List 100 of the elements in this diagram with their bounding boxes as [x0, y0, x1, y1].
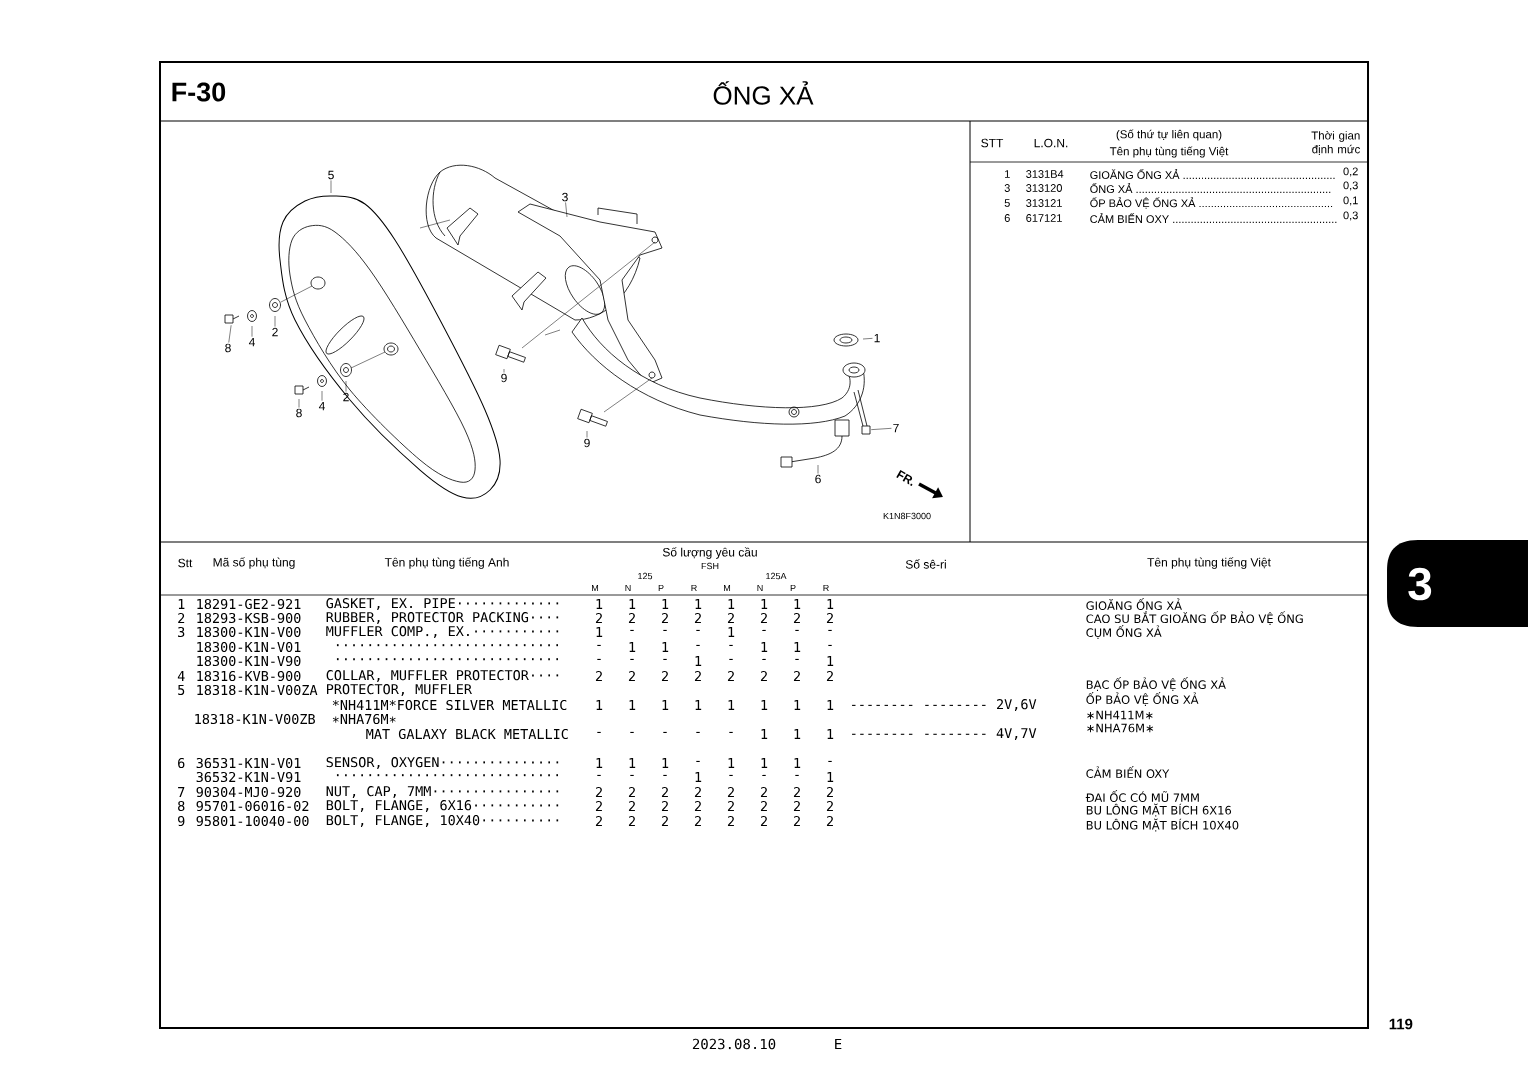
table-cell: 2: [826, 801, 833, 811]
table-cell: CAO SU BẮT GIOĂNG ỐP BẢO VỆ ỐNG: [1086, 610, 1303, 626]
table-cell: -: [729, 774, 733, 776]
table-cell: 36531-K1N-V01: [196, 757, 301, 769]
table-cell: 5: [1004, 199, 1010, 207]
table-cell: 1: [695, 599, 702, 609]
table-cell: GASKET, EX. PIPE·············: [326, 598, 559, 610]
table-cell: 7: [178, 787, 185, 797]
table-cell: -: [696, 731, 700, 733]
table-cell: 18293-KSB-900: [197, 612, 301, 624]
table-cell: -: [828, 629, 832, 631]
table-cell: 2: [628, 816, 635, 826]
column-header: 125: [638, 572, 653, 580]
table-cell: 1: [662, 642, 669, 652]
section-tab: 3: [1387, 540, 1528, 627]
column-header: N: [757, 584, 763, 592]
table-cell: 1: [695, 772, 702, 782]
table-cell: -: [729, 644, 733, 646]
table-cell: 18300-K1N-V01: [197, 641, 301, 653]
table-cell: 2: [760, 801, 767, 811]
table-cell: 2: [727, 787, 734, 797]
table-cell: 90304-MJ0-920: [196, 786, 301, 798]
table-cell: 95701-06016-02: [196, 800, 309, 812]
leader-line: [228, 324, 232, 343]
column-header: Tên phụ tùng tiếng Việt: [1109, 146, 1229, 158]
table-cell: 0,3: [1343, 181, 1358, 191]
table-cell: ∗NH411M∗: [1087, 710, 1153, 720]
column-header: Stt: [178, 558, 193, 568]
table-cell: -: [795, 774, 799, 776]
bolt-drawing: [224, 314, 240, 324]
table-cell: BẠC ỐP BẢO VỆ ỐNG XẢ: [1086, 677, 1226, 691]
table-cell: 18300-K1N-V00: [197, 626, 301, 638]
table-cell: 2: [694, 816, 701, 826]
table-cell: -------- -------- 4V,7V: [852, 728, 1037, 740]
callout-number: 6: [815, 474, 821, 484]
column-header: N: [625, 584, 631, 592]
table-cell: -: [729, 731, 733, 733]
callout-number: 9: [584, 438, 590, 448]
table-cell: 2: [661, 816, 668, 826]
table-cell: 617121: [1026, 214, 1062, 222]
table-cell: BOLT, FLANGE, 10X40··········: [326, 815, 559, 827]
table-cell: CẢM BIẾN OXY ......................................................: [1090, 213, 1337, 223]
table-cell: 18318-K1N-V00ZA: [197, 684, 318, 696]
column-header: STT: [981, 138, 1004, 148]
table-cell: 1: [629, 642, 636, 652]
leader-line: [565, 202, 568, 218]
table-cell: 1: [794, 700, 801, 710]
table-cell: 2: [826, 816, 833, 826]
figure-code: K1N8F3000: [883, 512, 931, 520]
table-cell: 2: [826, 787, 833, 797]
table-cell: 18300-K1N-V90: [197, 655, 301, 667]
table-cell: ····························: [336, 644, 559, 647]
callout-number: 8: [225, 343, 231, 353]
table-cell: -------- -------- 2V,6V: [852, 699, 1037, 711]
table-cell: ∗NHA76M∗: [1087, 723, 1154, 733]
column-header: M: [592, 584, 598, 592]
table-cell: -: [696, 644, 700, 646]
table-cell: 1: [662, 700, 669, 710]
table-cell: 2: [727, 801, 734, 811]
table-cell: -: [597, 658, 601, 660]
table-cell: 2: [178, 613, 185, 623]
table-cell: 313121: [1026, 199, 1062, 207]
column-header: R: [691, 584, 697, 592]
page-title: ỐNG XẢ: [713, 81, 814, 105]
table-cell: 1: [695, 700, 702, 710]
table-cell: 2: [793, 816, 800, 826]
column-header: Số sê-ri: [905, 559, 946, 569]
column-header: P: [790, 584, 796, 592]
table-cell: 18316-KVB-900: [197, 670, 301, 682]
table-cell: 1: [761, 729, 768, 739]
table-cell: 1: [728, 758, 735, 768]
table-cell: -: [762, 774, 766, 776]
page-number: 119: [1389, 1018, 1413, 1030]
table-cell: 1: [794, 642, 801, 652]
table-cell: ỐP BẢO VỆ ỐNG XẢ ............................................: [1090, 197, 1333, 209]
table-cell: -: [762, 658, 766, 660]
table-cell: 2: [628, 801, 635, 811]
nut-drawing: [861, 425, 871, 435]
table-cell: 36532-K1N-V91: [196, 771, 301, 783]
table-cell: 1: [794, 729, 801, 739]
column-header: FSH: [701, 562, 719, 570]
callout-number: 8: [296, 408, 302, 418]
edition-letter: E: [835, 1038, 842, 1050]
table-cell: -: [795, 629, 799, 631]
table-cell: 2: [760, 671, 767, 681]
table-cell: 2: [661, 671, 668, 681]
table-cell: 5: [178, 685, 185, 695]
date-text: 2023.08.10: [692, 1038, 776, 1050]
column-header: Tên phụ tùng tiếng Việt: [1147, 557, 1271, 569]
table-cell: -: [597, 774, 601, 776]
table-cell: ∗NHA76M∗: [332, 713, 396, 725]
table-cell: -: [663, 629, 667, 631]
callout-number: 1: [874, 333, 880, 343]
table-cell: -: [795, 658, 799, 660]
leader-line: [274, 315, 276, 327]
table-cell: 1: [827, 729, 834, 739]
callout-number: 2: [343, 392, 349, 402]
table-cell: NUT, CAP, 7MM················: [326, 786, 559, 798]
section-code: F-30: [172, 82, 226, 102]
table-cell: 1: [178, 599, 185, 609]
